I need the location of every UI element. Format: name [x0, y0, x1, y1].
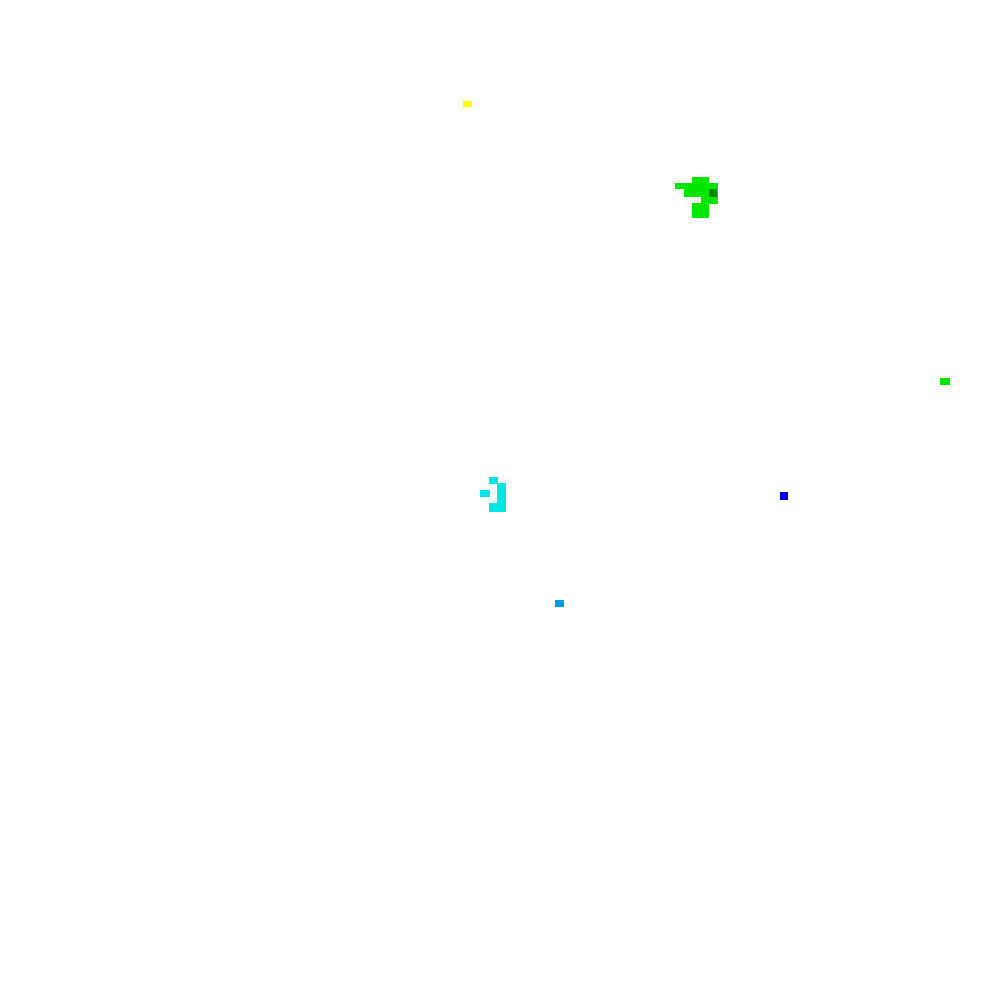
green-blob-pixel: [675, 183, 718, 189]
blue-speck-pixel: [780, 492, 788, 500]
green-blob-pixel: [684, 188, 718, 197]
cyan-blob-pixel: [489, 477, 498, 484]
green-blob-pixel: [692, 203, 709, 218]
yellow-speck-pixel: [463, 101, 472, 107]
green-blob-pixel: [692, 177, 709, 184]
cyan-blob-pixel: [497, 483, 506, 512]
green-speck-pixel: [940, 378, 950, 385]
green-blob-pixel: [705, 211, 709, 218]
green-blob-dark-pixel: [709, 189, 717, 197]
cyan-blob-pixel: [480, 490, 490, 497]
sky-blue-speck-pixel: [555, 600, 564, 607]
green-blob-pixel: [701, 196, 718, 204]
cyan-blob-pixel: [489, 503, 498, 512]
